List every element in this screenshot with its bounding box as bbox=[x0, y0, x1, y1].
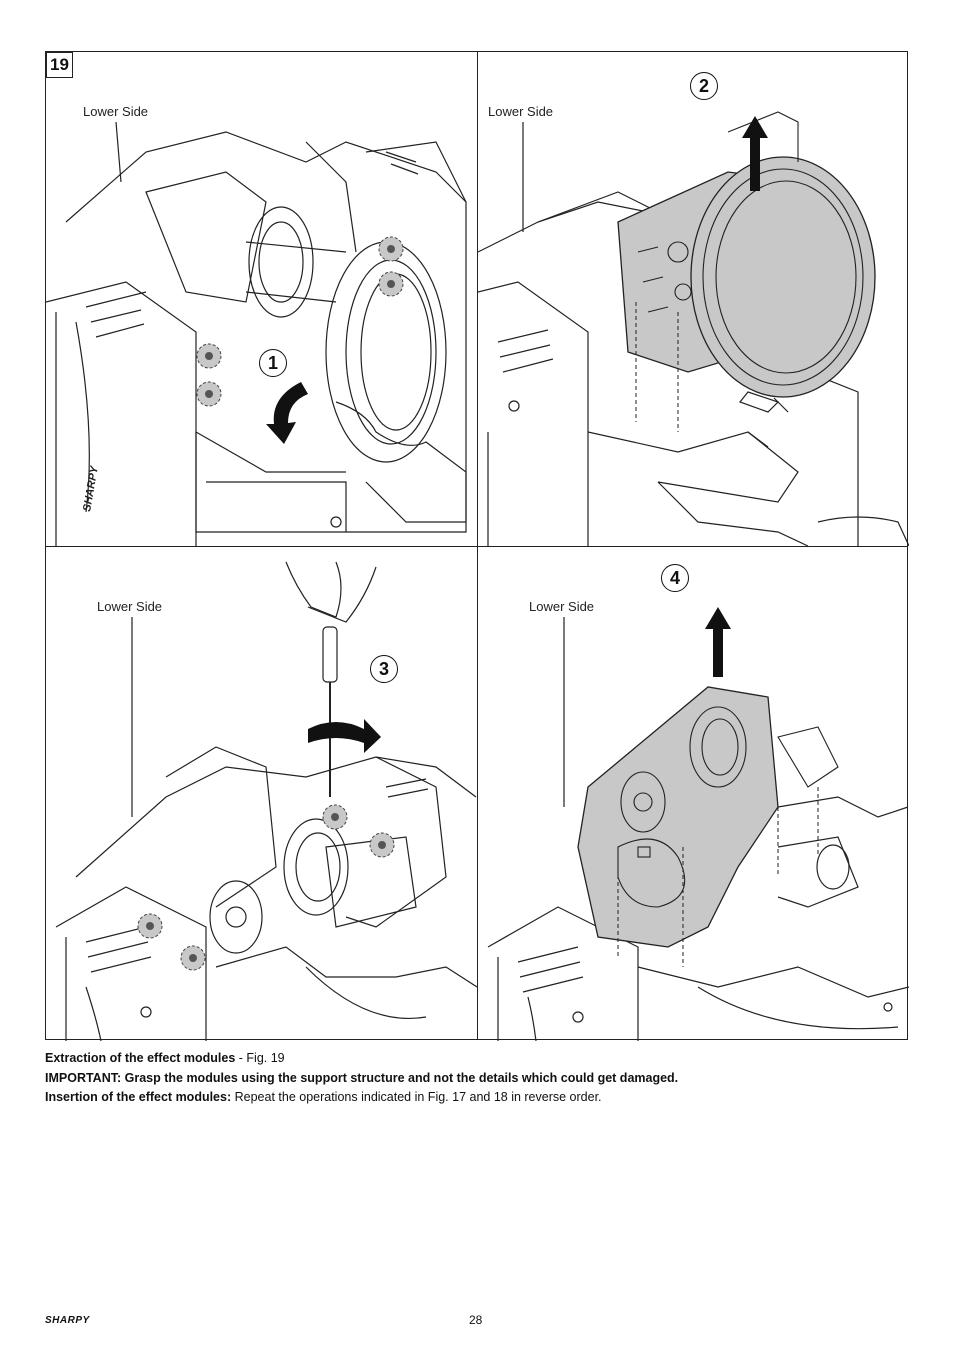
fixture-brand-mark: SHARPY bbox=[81, 464, 101, 513]
panel-2-illustration bbox=[478, 111, 909, 546]
step-3-marker: 3 bbox=[370, 655, 398, 683]
figure-19-frame: 19 Lower Side 1 bbox=[45, 51, 909, 1041]
caption-extraction-title: Extraction of the effect modules bbox=[45, 1051, 236, 1065]
figure-number: 19 bbox=[46, 52, 73, 78]
caption-insertion: Insertion of the effect modules: Repeat … bbox=[45, 1088, 602, 1107]
step-1-marker: 1 bbox=[259, 349, 287, 377]
panel-step-1: Lower Side 1 bbox=[46, 52, 477, 546]
page-number: 28 bbox=[469, 1313, 483, 1327]
panel-4-label: Lower Side bbox=[529, 599, 595, 614]
panel-2-label: Lower Side bbox=[488, 104, 554, 119]
panel-step-2: Lower Side 2 bbox=[478, 52, 909, 546]
panel-divider-horizontal bbox=[46, 546, 907, 547]
panel-1-illustration: SHARPY bbox=[46, 121, 467, 546]
panel-divider-vertical bbox=[477, 52, 478, 1039]
caption-extraction: Extraction of the effect modules - Fig. … bbox=[45, 1049, 285, 1068]
panel-step-4: Lower Side 4 bbox=[478, 547, 909, 1041]
caption-important-text: IMPORTANT: Grasp the modules using the s… bbox=[45, 1071, 679, 1085]
panel-1-label: Lower Side bbox=[83, 104, 149, 119]
footer-brand: SHARPY bbox=[45, 1315, 90, 1326]
panel-step-3: Lower Side 3 bbox=[46, 547, 477, 1041]
caption-important: IMPORTANT: Grasp the modules using the s… bbox=[45, 1069, 678, 1088]
panel-3-illustration bbox=[55, 561, 477, 1041]
caption-insertion-title: Insertion of the effect modules: bbox=[45, 1090, 232, 1104]
caption-insertion-text: Repeat the operations indicated in Fig. … bbox=[231, 1090, 602, 1104]
step-4-marker: 4 bbox=[661, 564, 689, 592]
panel-3-label: Lower Side bbox=[97, 599, 163, 614]
step-2-marker: 2 bbox=[690, 72, 718, 100]
caption-extraction-ref: - Fig. 19 bbox=[235, 1051, 285, 1065]
panel-4-illustration bbox=[487, 607, 909, 1041]
